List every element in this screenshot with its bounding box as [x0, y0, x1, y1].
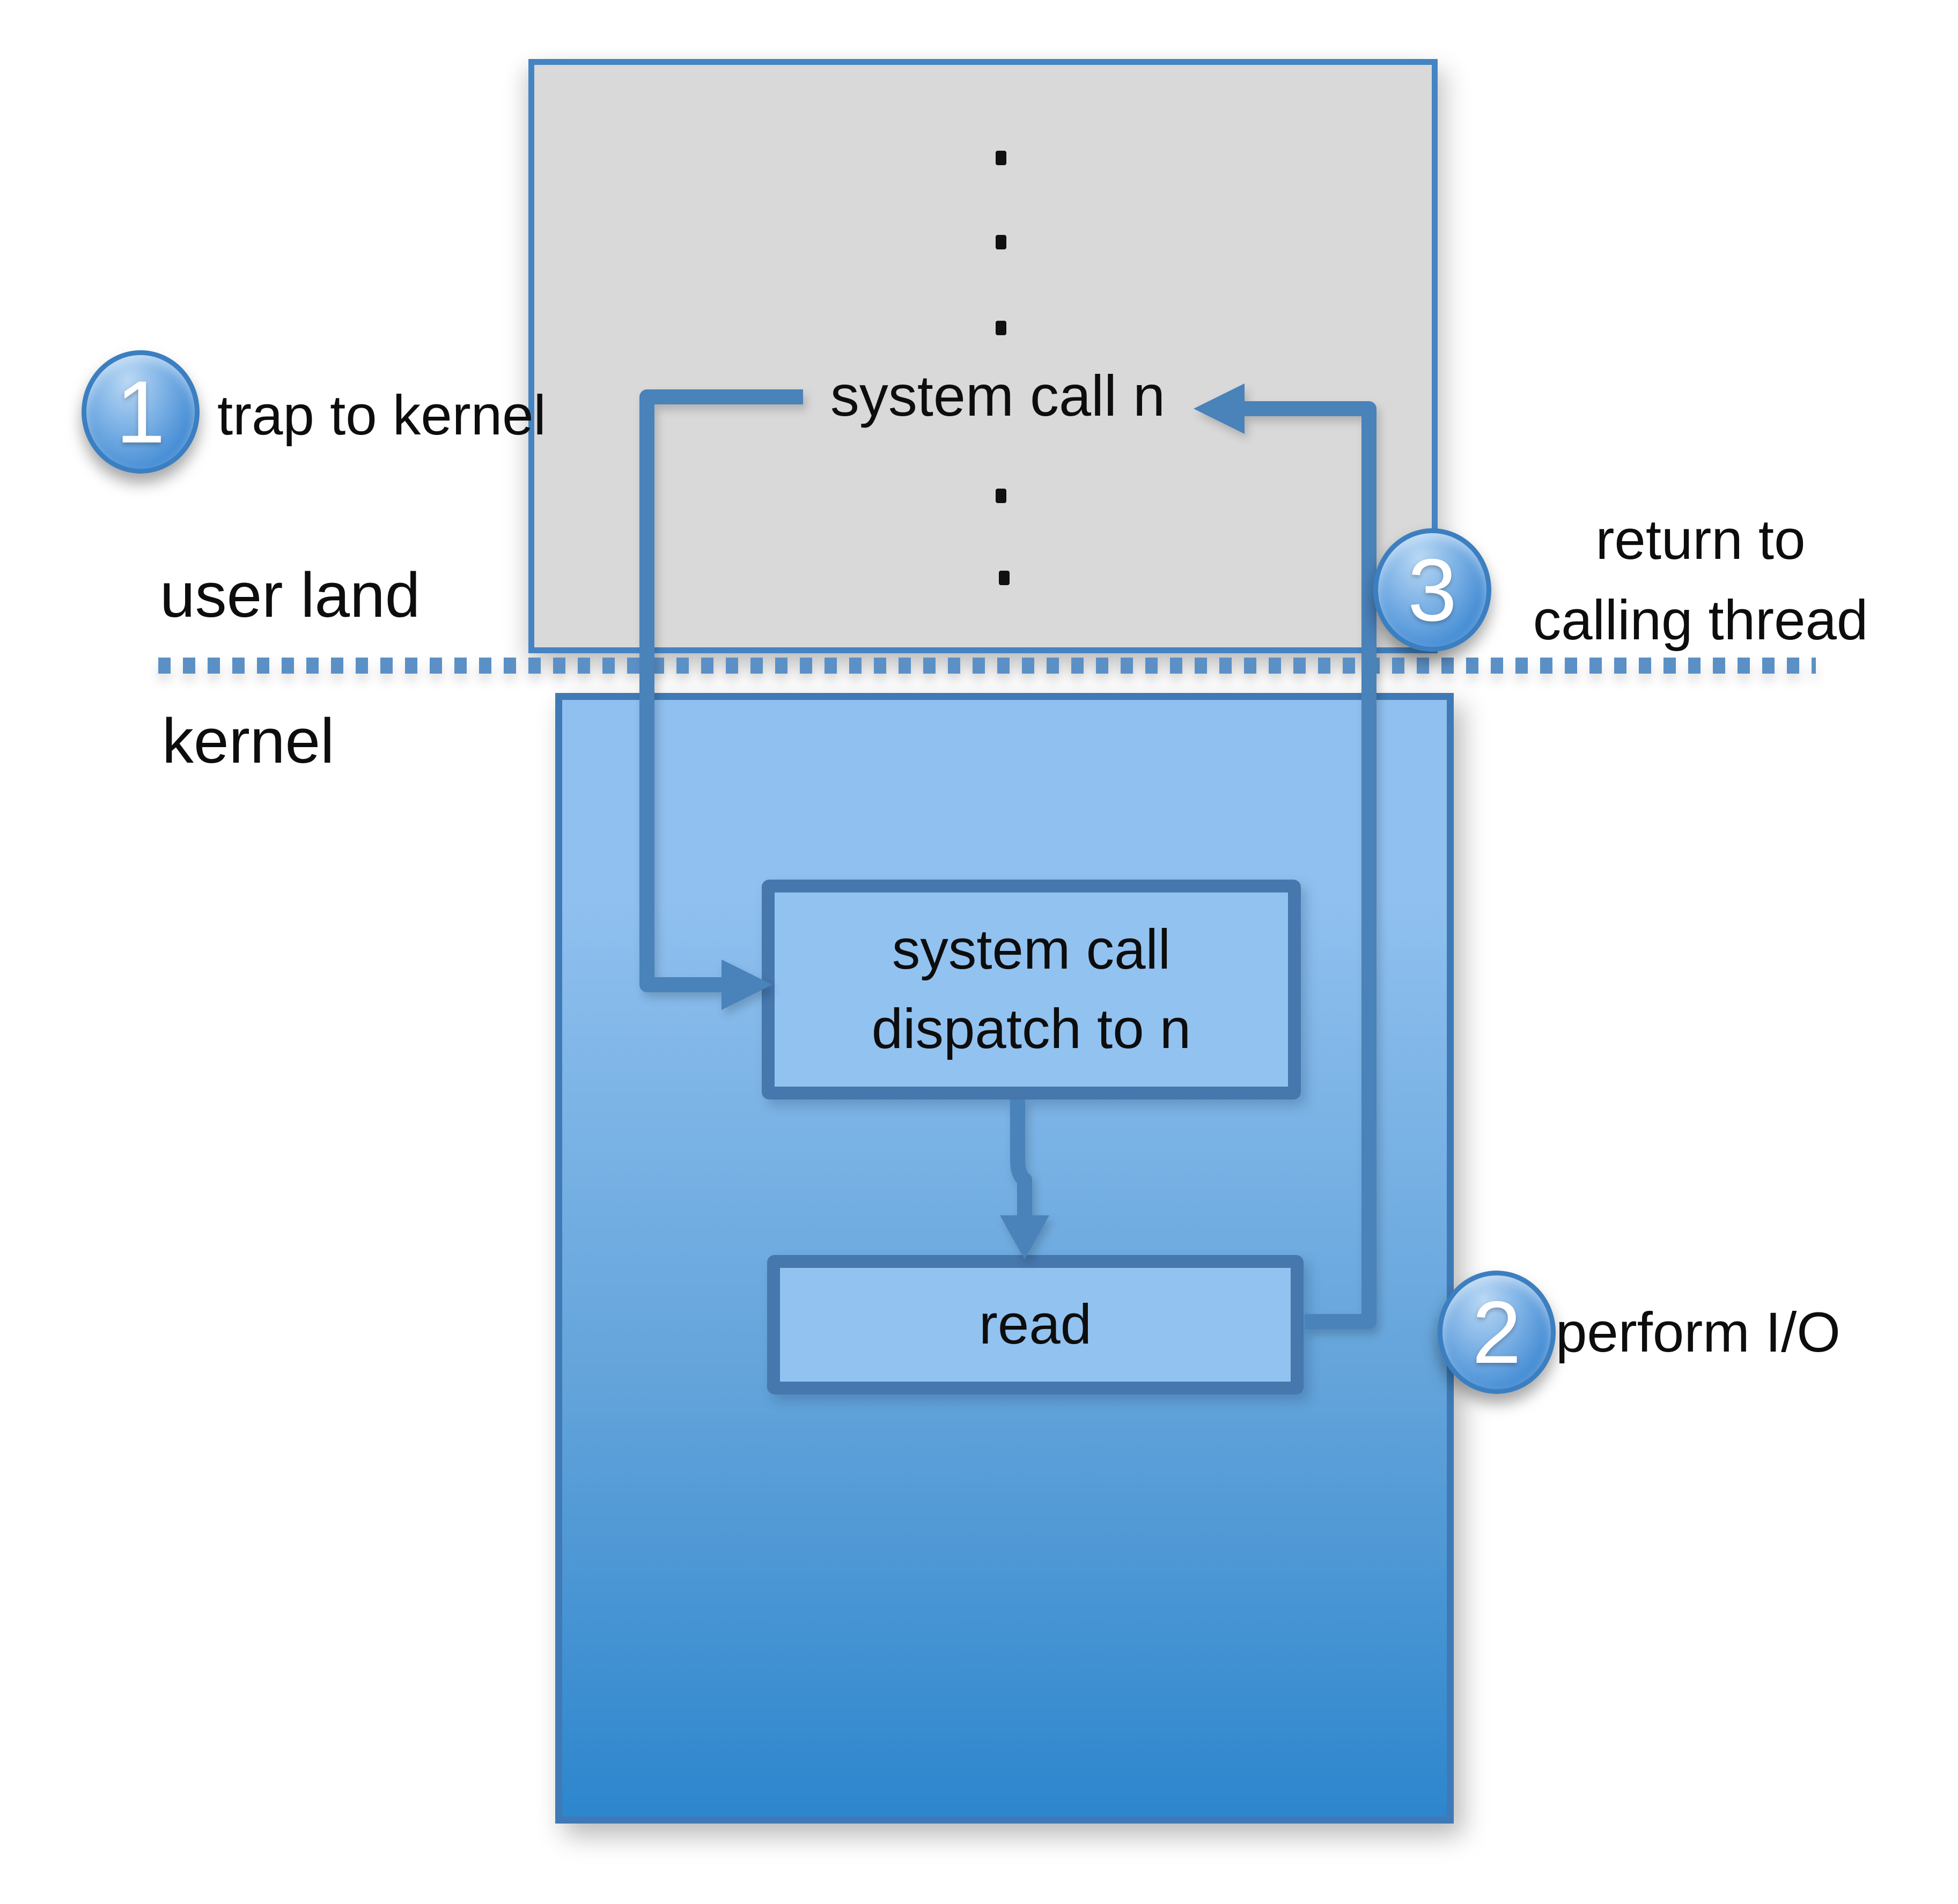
ellipsis-dot	[999, 571, 1010, 585]
step-3-label-line2: calling thread	[1533, 589, 1868, 652]
ellipsis-dot	[996, 235, 1006, 249]
syscall-dispatch-box: system call dispatch to n	[762, 880, 1301, 1099]
step-badge-1: 1	[82, 350, 200, 474]
ellipsis-dot	[996, 151, 1006, 165]
system-call-n-label: system call n	[830, 363, 1166, 428]
user-process-box	[528, 59, 1438, 653]
read-label: read	[978, 1293, 1092, 1356]
kernel-label: kernel	[162, 706, 335, 777]
user-land-label: user land	[160, 560, 421, 631]
user-kernel-boundary-line	[158, 658, 1816, 674]
step-badge-2: 2	[1438, 1271, 1556, 1394]
step-1-number: 1	[116, 362, 165, 461]
ellipsis-dot	[996, 489, 1006, 503]
read-box: read	[767, 1255, 1304, 1394]
step-3-label: return to calling thread	[1502, 500, 1899, 661]
step-1-label: trap to kernel	[217, 384, 546, 447]
step-badge-3: 3	[1373, 528, 1491, 652]
dispatch-label-line1: system call	[892, 918, 1171, 981]
step-3-label-line1: return to	[1595, 508, 1806, 571]
step-3-number: 3	[1408, 540, 1457, 639]
step-2-number: 2	[1472, 1282, 1521, 1382]
dispatch-label-line2: dispatch to n	[871, 998, 1191, 1060]
step-2-label: perform I/O	[1556, 1301, 1841, 1364]
ellipsis-dot	[996, 321, 1006, 335]
